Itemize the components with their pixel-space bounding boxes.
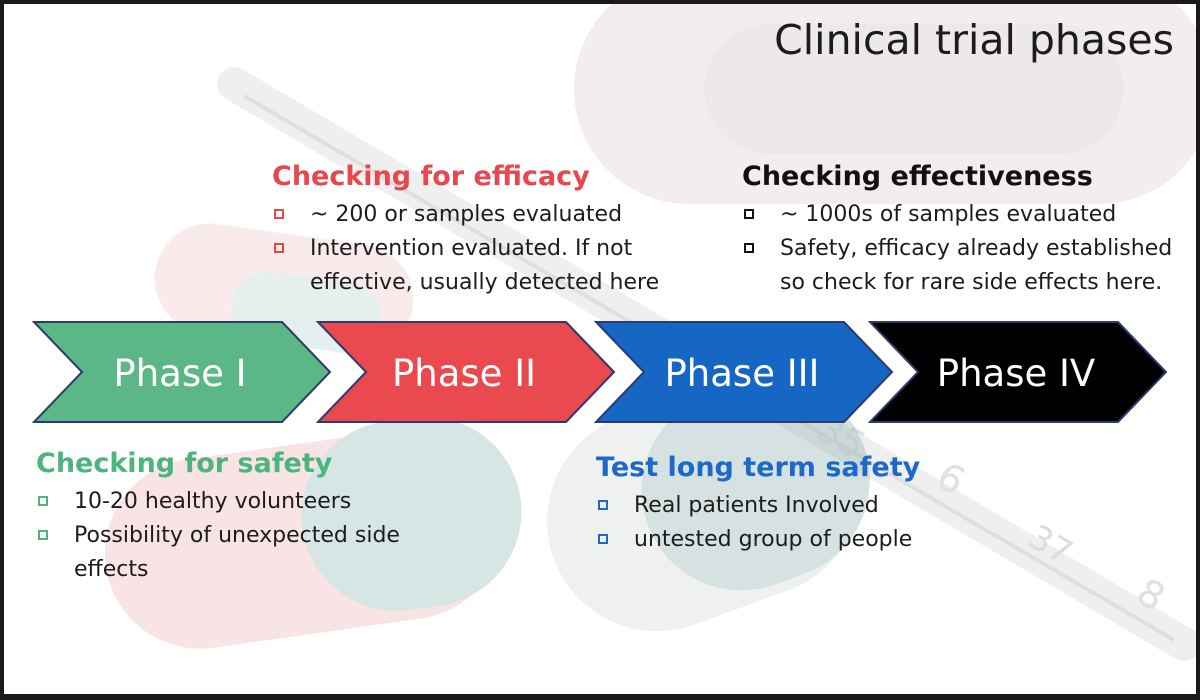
glass-tube <box>574 4 1196 204</box>
slide-title: Clinical trial phases <box>774 16 1174 64</box>
phase-4-label: Phase IV <box>937 352 1095 395</box>
effectiveness-heading: Checking effectiveness <box>742 161 1093 192</box>
safety-heading: Checking for safety <box>36 448 333 479</box>
capsule-white <box>547 376 870 632</box>
capsule-red <box>105 416 522 649</box>
checkbox-bullet-icon <box>598 500 608 510</box>
list-item-text: effects <box>74 557 149 582</box>
slide: 35 6 37 8 Clinical trial phases Phase I <box>4 4 1196 694</box>
checkbox-bullet-icon <box>598 534 608 544</box>
efficacy-block: Checking for efficacy ~ 200 or samples e… <box>272 161 659 300</box>
long-term-safety-heading: Test long term safety <box>596 452 921 483</box>
checkbox-bullet-icon <box>744 243 754 253</box>
phase-1-arrow: Phase I <box>31 321 332 423</box>
list-item-text: ~ 200 or samples evaluated <box>310 202 623 227</box>
list-item: Real patients Involved <box>596 489 920 523</box>
list-item: 10-20 healthy volunteers <box>36 485 400 519</box>
list-item-text: so check for rare side effects here. <box>780 270 1163 295</box>
list-item-text: Safety, efficacy already established <box>780 236 1173 261</box>
list-item-text: Real patients Involved <box>634 493 879 518</box>
list-item: Possibility of unexpected side effects <box>36 519 400 587</box>
checkbox-bullet-icon <box>38 530 48 540</box>
long-term-safety-list: Real patients Involved untested group of… <box>596 489 920 557</box>
checkbox-bullet-icon <box>38 496 48 506</box>
long-term-safety-block: Test long term safety Real patients Invo… <box>596 452 920 557</box>
effectiveness-list: ~ 1000s of samples evaluated Safety, eff… <box>742 198 1172 300</box>
phase-3-arrow: Phase III <box>593 321 894 423</box>
effectiveness-block: Checking effectiveness ~ 1000s of sample… <box>742 161 1172 300</box>
list-item-text: Possibility of unexpected side <box>74 523 400 548</box>
phase-arrows: Phase I Phase II Phase III Phase IV <box>31 321 1168 423</box>
list-item-text: untested group of people <box>634 527 913 552</box>
checkbox-bullet-icon <box>274 243 284 253</box>
list-item: ~ 200 or samples evaluated <box>272 198 659 232</box>
background-photo: 35 6 37 8 <box>4 4 1196 694</box>
list-item-text: effective, usually detected here <box>310 270 660 295</box>
phase-2-label: Phase II <box>392 352 536 395</box>
checkbox-bullet-icon <box>274 209 284 219</box>
list-item: untested group of people <box>596 523 920 557</box>
list-item-text: ~ 1000s of samples evaluated <box>780 202 1117 227</box>
phase-2-arrow: Phase II <box>315 321 616 423</box>
safety-list: 10-20 healthy volunteers Possibility of … <box>36 485 400 587</box>
efficacy-heading: Checking for efficacy <box>272 161 590 192</box>
list-item-text: 10-20 healthy volunteers <box>74 489 352 514</box>
safety-block: Checking for safety 10-20 healthy volunt… <box>36 448 400 587</box>
list-item: Intervention evaluated. If not effective… <box>272 232 659 300</box>
phase-3-label: Phase III <box>665 352 820 395</box>
phase-4-arrow: Phase IV <box>867 321 1168 423</box>
list-item-text: Intervention evaluated. If not <box>310 236 633 261</box>
list-item: Safety, efficacy already established so … <box>742 232 1172 300</box>
checkbox-bullet-icon <box>744 209 754 219</box>
phase-1-label: Phase I <box>113 352 246 395</box>
list-item: ~ 1000s of samples evaluated <box>742 198 1172 232</box>
efficacy-list: ~ 200 or samples evaluated Intervention … <box>272 198 659 300</box>
